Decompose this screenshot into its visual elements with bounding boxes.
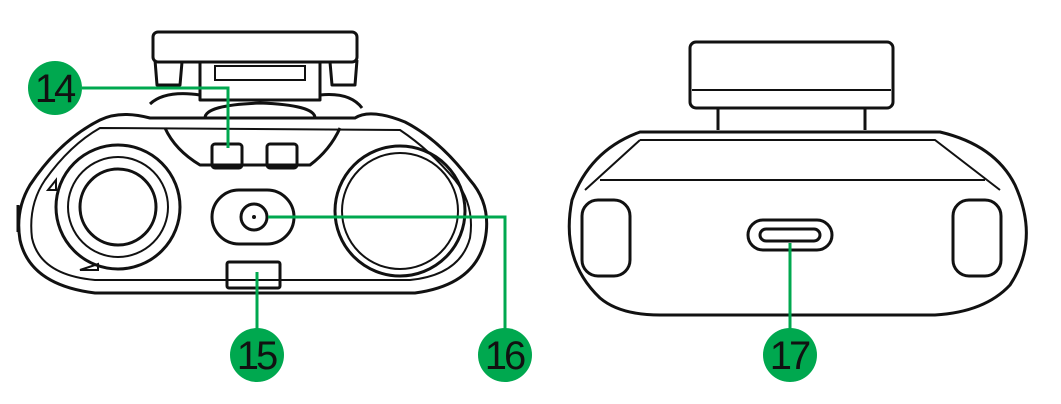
callout-line-14 xyxy=(82,86,230,148)
callout-number: 16 xyxy=(485,334,525,378)
bottom-view-device xyxy=(567,40,1028,317)
callout-line-16 xyxy=(268,215,507,330)
callout-number: 15 xyxy=(237,334,277,378)
callout-badge-16: 16 xyxy=(478,328,532,382)
callout-badge-17: 17 xyxy=(763,328,817,382)
callout-number: 14 xyxy=(35,67,76,111)
callout-badge-15: 15 xyxy=(230,328,284,382)
front-view-device xyxy=(16,30,489,295)
callout-number: 17 xyxy=(770,334,810,378)
callout-badge-14: 14 xyxy=(28,61,82,115)
clip xyxy=(148,30,364,119)
